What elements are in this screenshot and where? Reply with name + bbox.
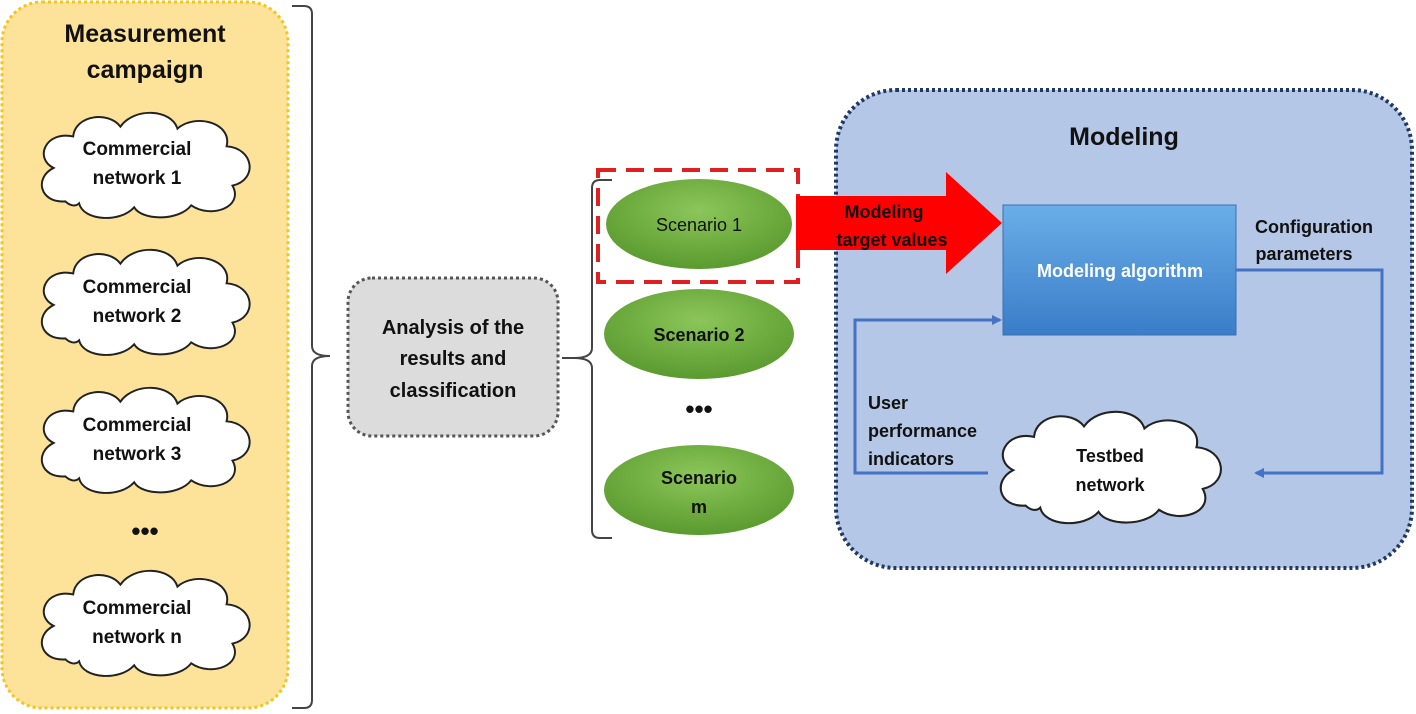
analysis-line1: Analysis of the bbox=[382, 317, 524, 339]
user-indicators-connector bbox=[853, 315, 1002, 475]
scenario-2-label: Scenario 2 bbox=[653, 325, 744, 345]
cloud-network-n: Commercial network n bbox=[40, 569, 251, 677]
middle-brace bbox=[562, 179, 612, 539]
scenarios-ellipsis: ••• bbox=[685, 394, 712, 424]
testbed-line2: network bbox=[1075, 475, 1145, 495]
network-3-line1: Commercial bbox=[83, 415, 192, 436]
cloud-network-3: Commercial network 3 bbox=[40, 386, 251, 494]
scenario-m: Scenario m bbox=[604, 445, 794, 535]
arrow-label-line2: target values bbox=[836, 230, 947, 250]
network-n-line1: Commercial bbox=[83, 598, 192, 619]
analysis-line3: classification bbox=[390, 380, 517, 402]
left-brace bbox=[292, 5, 331, 709]
network-2-line1: Commercial bbox=[83, 277, 192, 298]
user-label-line1: User bbox=[868, 393, 908, 413]
cloud-network-2: Commercial network 2 bbox=[40, 248, 251, 356]
scenario-1: Scenario 1 bbox=[606, 179, 792, 269]
network-2-line2: network 2 bbox=[93, 306, 182, 327]
network-3-line2: network 3 bbox=[93, 444, 182, 465]
modeling-target-arrow: Modeling target values bbox=[796, 172, 1002, 274]
config-connector bbox=[1236, 268, 1384, 478]
testbed-line1: Testbed bbox=[1076, 446, 1144, 466]
analysis-box: Analysis of the results and classificati… bbox=[346, 276, 560, 438]
testbed-cloud: Testbed network bbox=[999, 410, 1222, 525]
measurement-campaign-panel: Measurement campaign Commercial network … bbox=[0, 0, 290, 710]
networks-ellipsis: ••• bbox=[131, 516, 158, 546]
scenario-m-label-line2: m bbox=[691, 497, 707, 517]
arrow-label-line1: Modeling bbox=[845, 202, 924, 222]
analysis-line2: results and bbox=[400, 348, 507, 370]
modeling-title: Modeling bbox=[1069, 123, 1179, 151]
scenario-1-label: Scenario 1 bbox=[656, 215, 742, 235]
measurement-title-line2: campaign bbox=[87, 56, 204, 84]
config-label-line1: Configuration bbox=[1255, 217, 1373, 237]
cloud-network-1: Commercial network 1 bbox=[40, 111, 251, 219]
network-1-line2: network 1 bbox=[93, 168, 182, 189]
network-n-line2: network n bbox=[92, 627, 182, 648]
network-1-line1: Commercial bbox=[83, 139, 192, 160]
measurement-title-line1: Measurement bbox=[64, 20, 226, 48]
modeling-algorithm-label: Modeling algorithm bbox=[1037, 261, 1203, 281]
user-label-line3: indicators bbox=[868, 449, 954, 469]
user-label-line2: performance bbox=[868, 421, 977, 441]
config-label-line2: parameters bbox=[1255, 244, 1352, 264]
scenario-m-label-line1: Scenario bbox=[661, 468, 737, 488]
scenario-2: Scenario 2 bbox=[604, 289, 794, 379]
modeling-algorithm-box: Modeling algorithm bbox=[1002, 204, 1237, 336]
